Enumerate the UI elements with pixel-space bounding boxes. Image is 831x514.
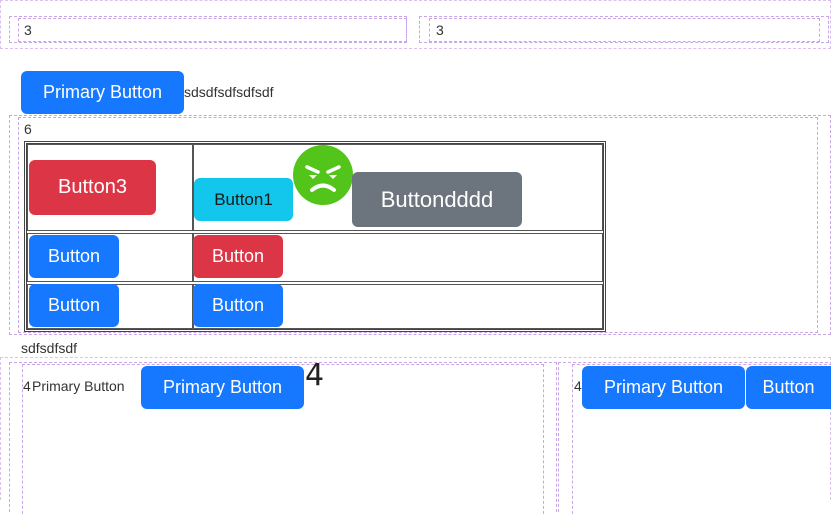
button3[interactable]: Button3: [29, 160, 156, 215]
table-row2-col2-button[interactable]: Button: [193, 235, 283, 278]
top-row-right-cell: [419, 16, 829, 43]
bottom-left-primary-button[interactable]: Primary Button: [141, 366, 304, 409]
top-row-right-inner: 3: [429, 18, 820, 42]
top-right-value: 3: [436, 22, 444, 38]
angry-face-icon: [293, 145, 353, 205]
grid-section-inner: [18, 117, 818, 333]
table-row3-col1-button[interactable]: Button: [29, 284, 119, 327]
buttondddd[interactable]: Buttondddd: [352, 172, 522, 227]
bottom-right-cell: [558, 362, 831, 512]
table-cell: [193, 144, 603, 231]
bottom-right-inner: [572, 364, 831, 514]
primary-row-text: sdsdfsdfsdfsdf: [184, 84, 274, 100]
bottom-left-big-digit: 4: [305, 358, 325, 393]
table-cell: [27, 144, 193, 231]
table-row3-col2-button[interactable]: Button: [193, 284, 283, 327]
button1[interactable]: Button1: [194, 178, 293, 221]
table-cell: [27, 233, 193, 282]
primary-button[interactable]: Primary Button: [21, 71, 184, 114]
top-row-left-inner: 3: [18, 18, 407, 42]
bottom-left-prefix: 4: [23, 378, 31, 394]
bottom-left-inner: [22, 364, 544, 514]
bottom-left-cell: [9, 362, 557, 512]
bottom-right-primary-button[interactable]: Primary Button: [582, 366, 745, 409]
grid-section-label: 6: [24, 121, 32, 137]
mid-text: sdfsdfsdf: [21, 340, 78, 356]
table-row2-col1-button[interactable]: Button: [29, 235, 119, 278]
bottom-right-prefix: 4: [574, 378, 582, 394]
bottom-left-inline-text: Primary Button: [32, 378, 125, 394]
bottom-right-button[interactable]: Button: [746, 366, 831, 409]
top-left-value: 3: [24, 22, 32, 38]
